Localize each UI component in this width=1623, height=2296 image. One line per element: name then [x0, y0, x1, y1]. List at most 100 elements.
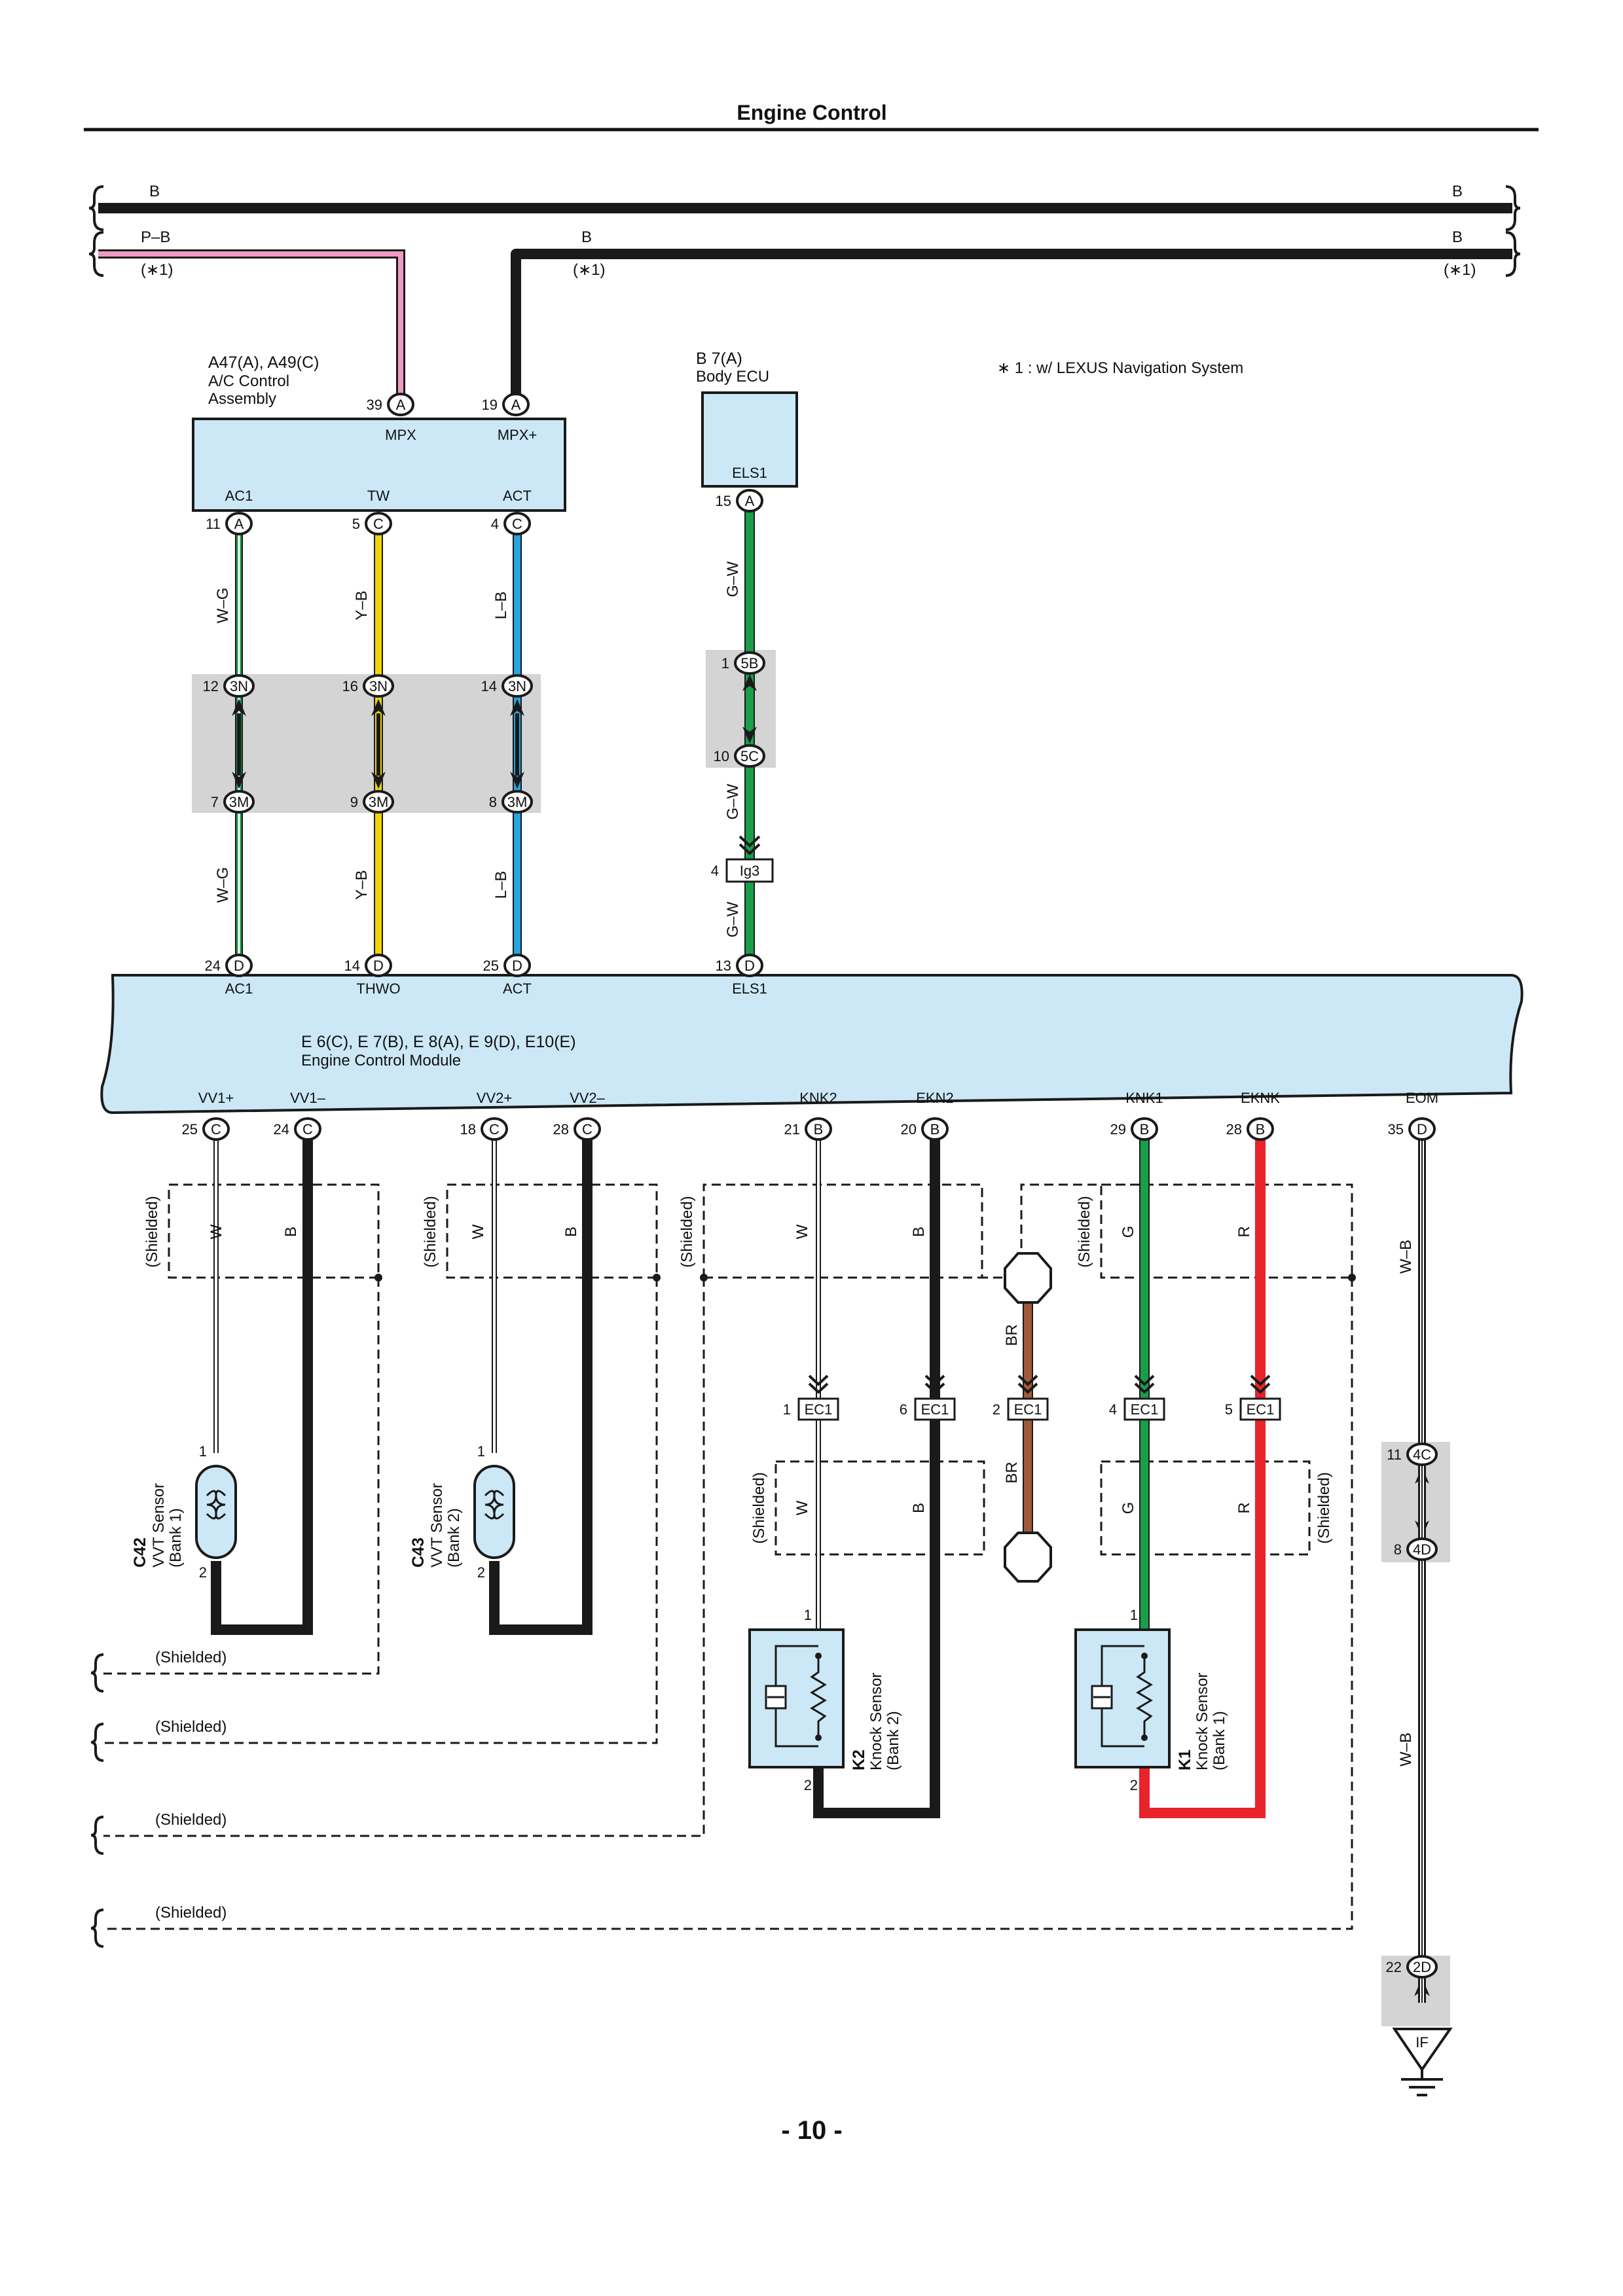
- svg-text:1: 1: [783, 1401, 791, 1418]
- svg-text:K1: K1: [1176, 1749, 1194, 1770]
- svg-text:2: 2: [1130, 1777, 1138, 1793]
- bus-b-top: B B: [98, 183, 1512, 213]
- ec1-connectors: EC1 1 EC1 6 EC1 2 EC1 4 EC1 5: [783, 1374, 1281, 1421]
- wire-label: B: [1452, 183, 1463, 200]
- terminal: A 11: [206, 512, 253, 535]
- svg-text:(Bank 1): (Bank 1): [1211, 1711, 1228, 1770]
- component-name: Assembly: [208, 390, 276, 408]
- svg-text:BR: BR: [1003, 1324, 1021, 1346]
- footnote: ∗ 1 : w/ LEXUS Navigation System: [997, 359, 1243, 377]
- svg-text:(Shielded): (Shielded): [1315, 1472, 1333, 1543]
- terminal: C 24: [274, 1117, 321, 1141]
- svg-text:19: 19: [482, 397, 498, 413]
- svg-text:W: W: [793, 1224, 811, 1239]
- svg-text:16: 16: [342, 678, 358, 694]
- svg-text:5C: 5C: [740, 748, 759, 764]
- ec1-connector: EC1 2: [993, 1374, 1049, 1421]
- terminal: C 28: [553, 1117, 601, 1141]
- wire-label: B: [149, 183, 160, 200]
- svg-text:24: 24: [274, 1121, 289, 1138]
- svg-text:24: 24: [205, 958, 221, 974]
- engine-control-module: E 6(C), E 7(B), E 8(A), E 9(D), E10(E) E…: [100, 974, 1523, 1115]
- svg-text:Knock Sensor: Knock Sensor: [1194, 1673, 1211, 1770]
- pin-name: ACT: [503, 980, 532, 997]
- svg-text:W: W: [793, 1500, 811, 1515]
- wire-vv1n: B: [211, 1139, 313, 1635]
- terminal: 2D 22: [1386, 1955, 1438, 1979]
- terminal: B 20: [901, 1117, 949, 1141]
- terminal: 3N 12: [203, 674, 255, 698]
- svg-text:B: B: [814, 1121, 824, 1138]
- svg-text:VVT Sensor: VVT Sensor: [428, 1483, 446, 1568]
- svg-text:1: 1: [721, 655, 729, 672]
- pin-name: ACT: [503, 488, 532, 504]
- wire-eknk: R R: [1139, 1139, 1266, 1818]
- knock-sensor-bank1: 1 2 K1 Knock Sensor (Bank 1): [1074, 1607, 1228, 1793]
- terminal: D 25: [483, 954, 531, 977]
- svg-text:29: 29: [1110, 1121, 1126, 1138]
- svg-text:A: A: [745, 493, 755, 509]
- svg-text:Knock Sensor: Knock Sensor: [867, 1673, 885, 1770]
- component-name: A/C Control: [208, 372, 289, 390]
- svg-text:9: 9: [350, 794, 358, 810]
- svg-text:3N: 3N: [508, 678, 526, 694]
- svg-text:28: 28: [1226, 1121, 1242, 1138]
- svg-text:C: C: [302, 1121, 313, 1138]
- wire-label: B: [581, 228, 592, 246]
- terminal: C 5: [352, 512, 392, 535]
- svg-text:2: 2: [477, 1564, 485, 1581]
- component-name: Engine Control Module: [301, 1052, 461, 1069]
- shield-boxes: [103, 1183, 1353, 1930]
- svg-text:1: 1: [477, 1443, 485, 1460]
- terminal: 3N 14: [481, 674, 533, 698]
- terminal: A 39: [367, 393, 414, 416]
- svg-text:BR: BR: [1003, 1462, 1021, 1483]
- wire-label: P–B: [141, 228, 170, 246]
- pin-name: AC1: [225, 980, 253, 997]
- wire-knk1: G G: [1120, 1139, 1150, 1630]
- ac-control-assembly: A47(A), A49(C) A/C Control Assembly MPX …: [192, 353, 566, 512]
- terminal: C 4: [491, 512, 531, 535]
- shield-braces: [90, 1653, 104, 1948]
- svg-text:18: 18: [460, 1121, 476, 1138]
- pin-name: THWO: [356, 980, 400, 997]
- svg-text:(Shielded): (Shielded): [750, 1472, 768, 1543]
- svg-text:(Shielded): (Shielded): [143, 1196, 161, 1267]
- terminal: C 18: [460, 1117, 508, 1141]
- pin-name: TW: [367, 488, 390, 504]
- svg-text:12: 12: [203, 678, 219, 694]
- pin-terminals: A 39 A 19 A 11 C 5 C 4 A 15 3N 12 3N 16 …: [182, 393, 1438, 1979]
- connector-label: Ig3: [740, 863, 760, 879]
- svg-text:C: C: [512, 516, 522, 532]
- svg-text:5: 5: [352, 516, 360, 532]
- terminal: 3N 16: [342, 674, 394, 698]
- svg-text:B: B: [1140, 1121, 1150, 1138]
- pin-name: VV1–: [290, 1090, 326, 1106]
- svg-text:4D: 4D: [1413, 1541, 1431, 1558]
- shield-labels: (Shielded) (Shielded) (Shielded) (Shield…: [143, 1196, 1333, 1922]
- ec1-connector: EC1 5: [1225, 1374, 1281, 1421]
- svg-text:22: 22: [1386, 1959, 1402, 1975]
- svg-text:(Shielded): (Shielded): [155, 1718, 227, 1736]
- svg-text:5B: 5B: [741, 655, 759, 672]
- svg-text:C: C: [582, 1121, 593, 1138]
- wire-vv2p: W: [469, 1139, 497, 1453]
- svg-text:D: D: [512, 958, 522, 974]
- svg-text:4: 4: [1109, 1401, 1117, 1418]
- junction-block-3n-3m: [192, 674, 541, 813]
- footnote-ref: (∗1): [141, 261, 173, 279]
- svg-text:(Shielded): (Shielded): [422, 1196, 439, 1267]
- ec1-connector: EC1 1: [783, 1374, 839, 1421]
- junction-arrows: [232, 674, 1430, 1996]
- svg-text:R: R: [1235, 1226, 1253, 1237]
- svg-text:7: 7: [211, 794, 219, 810]
- terminal: 5B 1: [721, 651, 765, 675]
- pin-name: EKN2: [916, 1090, 953, 1106]
- svg-text:W–B: W–B: [1397, 1732, 1415, 1767]
- svg-text:B: B: [562, 1227, 580, 1237]
- svg-text:C: C: [373, 516, 384, 532]
- wire-knk2: W W: [793, 1139, 821, 1630]
- wire-label: W–G: [214, 588, 232, 624]
- wire-label: L–B: [492, 592, 510, 620]
